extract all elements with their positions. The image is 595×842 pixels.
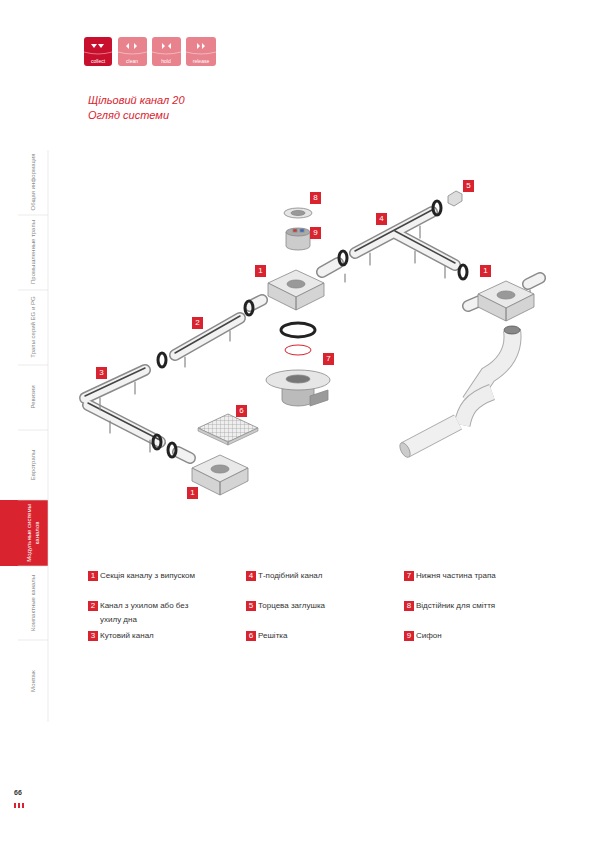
legend-text: Т-подібний канал <box>258 569 398 583</box>
section-tab: Общая информация <box>30 153 36 210</box>
icon-label: clean <box>118 58 146 64</box>
outlet-boxes <box>192 270 534 495</box>
legend-swatch: 2 <box>88 601 98 611</box>
section-tab: Евротрапы <box>30 450 36 481</box>
channel-parts <box>85 210 540 458</box>
legend-number: 4 <box>246 571 256 581</box>
legend-swatch: 8 <box>404 601 414 611</box>
legend-swatch: 6 <box>246 631 256 641</box>
legend-number: 3 <box>88 631 98 641</box>
legend-text: Відстійник для сміття <box>416 599 556 613</box>
legend-swatch: 3 <box>88 631 98 641</box>
legend-text: Сифон <box>416 629 556 643</box>
legend-number: 8 <box>404 601 414 611</box>
callout-number: 3 <box>96 367 107 379</box>
legend-number: 2 <box>88 601 98 611</box>
icon-label: release <box>187 58 215 64</box>
grating-edge <box>198 428 258 445</box>
small-parts <box>284 191 462 250</box>
callout-number: 1 <box>480 265 491 277</box>
drain-body <box>266 370 330 406</box>
callout-number: 1 <box>255 265 266 277</box>
legend-text: Секція каналу з випуском <box>100 569 240 583</box>
legend-swatch: 4 <box>246 571 256 581</box>
legend-number: 7 <box>404 571 414 581</box>
gaskets <box>153 201 467 457</box>
section-tab: Промышленные трапы <box>30 220 36 284</box>
icon-label: hold <box>152 58 180 64</box>
page-number: 66 <box>14 789 22 796</box>
section-tab: Модульные системы каналов <box>25 504 41 562</box>
section-tab: Компактные каналы <box>30 575 36 631</box>
legend-swatch: 9 <box>404 631 414 641</box>
callout-number: 5 <box>463 180 474 192</box>
header-icons <box>84 37 216 66</box>
legend-number: 1 <box>88 571 98 581</box>
callout-number: 4 <box>376 213 387 225</box>
legend-number: 9 <box>404 631 414 641</box>
page-title: Щільовий канал 20 <box>88 94 185 106</box>
grating <box>198 414 258 442</box>
callout-number: 7 <box>323 353 334 365</box>
legend-swatch: 1 <box>88 571 98 581</box>
legend-swatch: 7 <box>404 571 414 581</box>
legend-text: Кутовий канал <box>100 629 240 643</box>
icon-label: collect <box>84 58 112 64</box>
section-tab: Монтаж <box>30 670 36 692</box>
callout-number: 6 <box>236 405 247 417</box>
callout-number: 9 <box>310 227 321 239</box>
section-tab: Трапы серий EG и PG <box>30 296 36 357</box>
page-subtitle: Огляд системи <box>88 109 169 121</box>
legend-swatch: 5 <box>246 601 256 611</box>
legend-text: Решітка <box>258 629 398 643</box>
legend-text: Торцева заглушка <box>258 599 398 613</box>
callout-number: 1 <box>187 487 198 499</box>
legend-text: Канал з ухилом або без ухилу дна <box>100 599 196 627</box>
legend-number: 5 <box>246 601 256 611</box>
sidebar <box>0 150 48 808</box>
legend-text: Нижня частина трапа <box>416 569 556 583</box>
legend-number: 6 <box>246 631 256 641</box>
callout-number: 2 <box>192 317 203 329</box>
o-ring <box>285 345 311 355</box>
callout-number: 8 <box>310 192 321 204</box>
pipes <box>398 326 520 459</box>
section-tab: Ревизии <box>30 385 36 408</box>
